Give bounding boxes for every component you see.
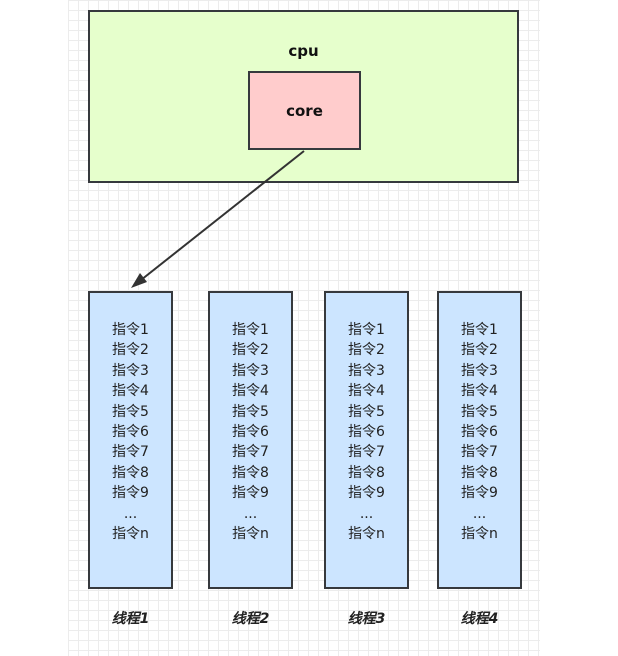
- instruction: 指令3: [232, 362, 269, 379]
- instruction: 指令n: [461, 526, 498, 543]
- cpu-label: cpu: [288, 42, 319, 60]
- instruction: 指令2: [232, 342, 269, 359]
- instruction: 指令7: [461, 444, 498, 461]
- instruction: ...: [123, 505, 138, 522]
- instruction: 指令n: [112, 526, 149, 543]
- instruction: 指令6: [461, 424, 498, 441]
- instruction: 指令8: [348, 464, 385, 481]
- instruction: 指令n: [232, 526, 269, 543]
- instruction: 指令3: [461, 362, 498, 379]
- instruction: ...: [359, 505, 374, 522]
- instruction: 指令7: [112, 444, 149, 461]
- cpu-box: cpu: [88, 10, 519, 183]
- instruction: 指令7: [348, 444, 385, 461]
- thread-2-label: 线程2: [231, 611, 270, 627]
- instruction: 指令3: [348, 362, 385, 379]
- instruction: ...: [243, 505, 258, 522]
- instruction: 指令6: [232, 424, 269, 441]
- instruction: 指令8: [232, 464, 269, 481]
- instruction: 指令9: [461, 485, 498, 502]
- instruction: 指令1: [348, 322, 385, 338]
- instruction: 指令5: [348, 403, 385, 420]
- instruction: 指令1: [112, 322, 149, 338]
- thread-4-box: 指令1 指令2 指令3 指令4 指令5 指令6 指令7 指令8 指令9 ... …: [437, 291, 522, 589]
- thread-3-label: 线程3: [347, 611, 386, 627]
- instruction: 指令3: [112, 362, 149, 379]
- instruction: 指令9: [348, 485, 385, 502]
- instruction: 指令6: [112, 424, 149, 441]
- thread-3-box: 指令1 指令2 指令3 指令4 指令5 指令6 指令7 指令8 指令9 ... …: [324, 291, 409, 589]
- instruction: 指令5: [112, 403, 149, 420]
- instruction: 指令5: [461, 403, 498, 420]
- instruction: 指令4: [112, 383, 149, 400]
- instruction: 指令4: [348, 383, 385, 400]
- instruction: 指令9: [232, 485, 269, 502]
- instruction: ...: [472, 505, 487, 522]
- thread-2-box: 指令1 指令2 指令3 指令4 指令5 指令6 指令7 指令8 指令9 ... …: [208, 291, 293, 589]
- instruction: 指令2: [348, 342, 385, 359]
- instruction: 指令8: [112, 464, 149, 481]
- instruction: 指令1: [461, 322, 498, 338]
- thread-4-label: 线程4: [460, 611, 499, 627]
- instruction: 指令5: [232, 403, 269, 420]
- instruction: 指令4: [461, 383, 498, 400]
- instruction: 指令9: [112, 485, 149, 502]
- instruction: 指令2: [112, 342, 149, 359]
- instruction: 指令7: [232, 444, 269, 461]
- instruction: 指令8: [461, 464, 498, 481]
- thread-1-box: 指令1 指令2 指令3 指令4 指令5 指令6 指令7 指令8 指令9 ... …: [88, 291, 173, 589]
- core-box: core: [248, 71, 361, 150]
- instruction: 指令2: [461, 342, 498, 359]
- instruction: 指令6: [348, 424, 385, 441]
- instruction: 指令1: [232, 322, 269, 338]
- core-label: core: [286, 101, 323, 120]
- thread-1-label: 线程1: [111, 611, 150, 627]
- instruction: 指令n: [348, 526, 385, 543]
- instruction: 指令4: [232, 383, 269, 400]
